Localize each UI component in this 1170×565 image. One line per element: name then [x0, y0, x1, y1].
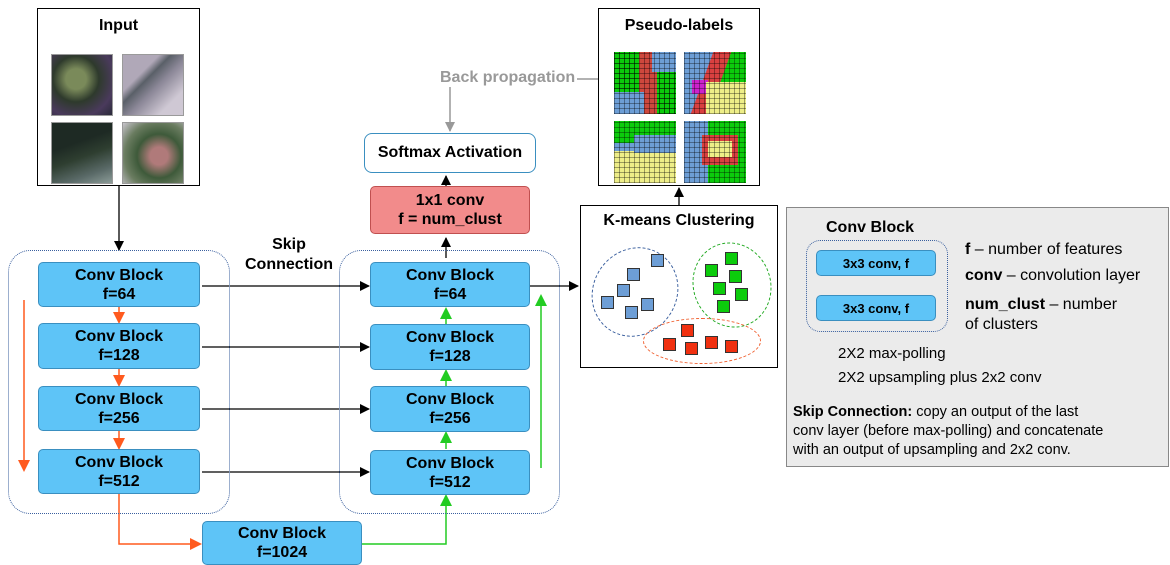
pseudo-labels-panel: Pseudo-labels [598, 8, 760, 186]
pseudo-labels-title: Pseudo-labels [624, 17, 734, 34]
encoder-block-title: Conv Block [74, 266, 163, 284]
decoder-block-f: f=512 [429, 473, 471, 491]
decoder-block-f: f=128 [429, 348, 471, 365]
pseudo-grid-3 [614, 121, 676, 183]
input-panel: Input [37, 8, 200, 186]
decoder-block-title: Conv Block [405, 329, 494, 346]
kmeans-panel: K-means Clustering [574, 205, 784, 368]
conv1x1-line1: 1x1 conv [415, 192, 485, 209]
legend-conv-b-label: 3x3 conv, f [842, 300, 910, 316]
cluster-point-blue [617, 284, 630, 297]
encoder-block-title: Conv Block [74, 453, 163, 471]
cluster-point-red [685, 342, 698, 355]
legend-conv-block-group [806, 240, 948, 332]
decoder-block-f: f=256 [429, 410, 471, 427]
cluster-point-blue [601, 296, 614, 309]
cluster-point-blue [641, 298, 654, 311]
legend-conv-b: 3x3 conv, f [816, 295, 936, 321]
legend-numclust-def: num_clust – number of clusters [965, 295, 1117, 335]
bottleneck-title: Conv Block [237, 525, 326, 542]
legend-f-term: f [965, 241, 971, 258]
legend-conv-a: 3x3 conv, f [816, 250, 936, 276]
encoder-group [8, 250, 230, 514]
cluster-point-blue [625, 306, 638, 319]
cluster-point-red [681, 324, 694, 337]
cluster-point-blue [627, 268, 640, 281]
decoder-block-title: Conv Block [405, 454, 494, 472]
pseudo-grid-4 [684, 121, 746, 183]
encoder-block-f: f=64 [102, 285, 136, 303]
legend-numclust-desc: – number [1045, 296, 1118, 313]
input-title: Input [98, 17, 139, 34]
conv1x1-line2: f = num_clust [398, 211, 502, 228]
bottleneck-f: f=1024 [256, 544, 308, 561]
legend-conv-desc: – convolution layer [1002, 267, 1141, 284]
input-image-2 [122, 54, 184, 116]
legend-upsample-label: 2X2 upsampling plus 2x2 conv [838, 369, 1042, 386]
encoder-block-512: Conv Block f=512 [38, 449, 200, 494]
cluster-point-red [705, 336, 718, 349]
skip-label-line1: Skip [272, 236, 306, 253]
conv1x1-block: 1x1 conv f = num_clust [370, 186, 530, 234]
encoder-block-f: f=128 [98, 347, 140, 364]
encoder-block-title: Conv Block [74, 328, 163, 345]
pseudo-grid-1 [614, 52, 676, 114]
cluster-point-blue [651, 254, 664, 267]
legend-skip-desc1: copy an output of the last [912, 404, 1079, 420]
legend-skip-desc3: with an output of upsampling and 2x2 con… [793, 442, 1071, 458]
legend-conv-a-label: 3x3 conv, f [842, 255, 910, 271]
pseudo-grid-2 [684, 52, 746, 114]
legend-f-def: f – number of features [965, 241, 1122, 259]
cluster-point-green [729, 270, 742, 283]
legend-conv-term: conv [965, 267, 1003, 284]
cluster-point-green [705, 264, 718, 277]
skip-label-line2: Connection [245, 256, 333, 273]
cluster-point-green [717, 300, 730, 313]
maxpool-to-bottleneck [118, 494, 202, 550]
softmax-box: Softmax Activation [364, 133, 536, 173]
legend-skip-def: Skip Connection: copy an output of the l… [793, 403, 1165, 460]
decoder-block-256: Conv Block f=256 [370, 386, 530, 432]
legend-conv-block-title: Conv Block [826, 219, 915, 236]
kmeans-title: K-means Clustering [603, 212, 755, 229]
upsample-from-bottleneck [362, 494, 452, 545]
softmax-label: Softmax Activation [377, 144, 523, 161]
cluster-point-red [663, 338, 676, 351]
backprop-label: Back propagation [438, 69, 578, 87]
decoder-block-128: Conv Block f=128 [370, 324, 530, 370]
encoder-block-256: Conv Block f=256 [38, 386, 200, 431]
encoder-block-f: f=256 [98, 409, 140, 427]
decoder-block-title: Conv Block [405, 266, 494, 284]
encoder-block-f: f=512 [98, 472, 140, 490]
encoder-block-title: Conv Block [74, 390, 163, 408]
cluster-point-green [735, 288, 748, 301]
legend-f-desc: – number of features [970, 241, 1123, 258]
decoder-block-64: Conv Block f=64 [370, 262, 530, 307]
input-image-3 [51, 122, 113, 184]
legend-numclust-term: num_clust [965, 296, 1046, 313]
bottleneck-block-1024: Conv Block f=1024 [202, 521, 362, 565]
decoder-block-512: Conv Block f=512 [370, 450, 530, 495]
cluster-point-green [725, 252, 738, 265]
legend-maxpool-label: 2X2 max-polling [838, 345, 946, 362]
encoder-block-128: Conv Block f=128 [38, 323, 200, 369]
legend-conv-def: conv – convolution layer [965, 267, 1140, 285]
decoder-group [339, 250, 560, 514]
cluster-point-red [725, 340, 738, 353]
cluster-red-ellipse [643, 318, 761, 364]
cluster-point-green [713, 282, 726, 295]
decoder-block-f: f=64 [433, 285, 467, 303]
input-image-1 [51, 54, 113, 116]
input-image-4 [122, 122, 184, 184]
legend-numclust-desc2: of clusters [965, 316, 1038, 333]
legend-skip-term: Skip Connection: [793, 404, 913, 420]
skip-connection-label: Skip Connection [234, 235, 344, 275]
encoder-block-64: Conv Block f=64 [38, 262, 200, 307]
decoder-block-title: Conv Block [405, 391, 494, 408]
legend-skip-desc2: conv layer (before max-polling) and conc… [793, 423, 1104, 439]
